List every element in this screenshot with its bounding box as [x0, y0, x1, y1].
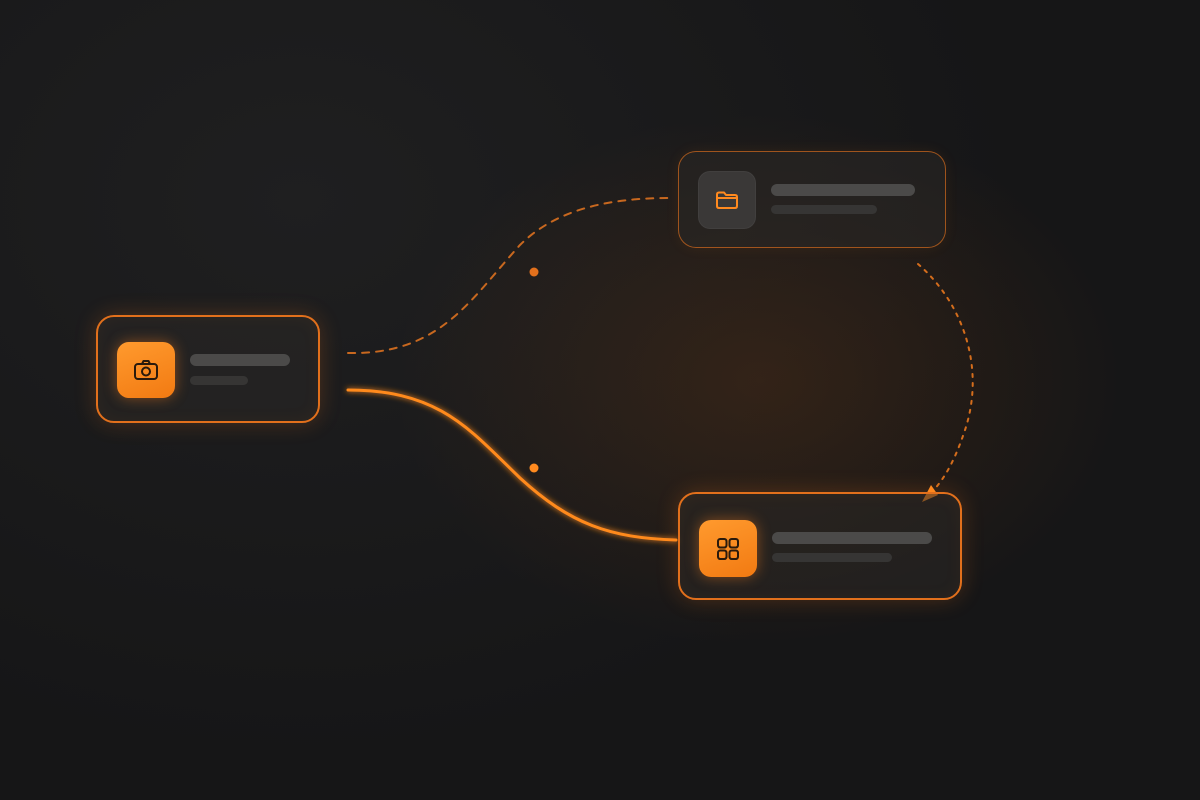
subtitle-placeholder	[771, 205, 877, 214]
edge-camera-to-grid[interactable]	[346, 388, 678, 542]
node-grid[interactable]	[678, 492, 962, 600]
grid-icon-tile	[699, 520, 757, 577]
title-placeholder	[772, 532, 932, 544]
subtitle-placeholder	[772, 553, 892, 562]
title-placeholder	[771, 184, 915, 196]
camera-icon-tile	[117, 342, 175, 398]
edge-midpoint-dot	[529, 267, 539, 277]
title-placeholder	[190, 354, 290, 366]
grid-icon	[717, 537, 739, 560]
edge-folder-to-grid[interactable]	[917, 263, 974, 493]
edge-midpoint-dot	[529, 463, 539, 473]
node-camera[interactable]	[96, 315, 320, 423]
folder-icon-tile	[698, 171, 756, 229]
camera-icon	[134, 360, 158, 380]
folder-icon	[716, 191, 738, 209]
node-folder[interactable]	[678, 151, 946, 248]
subtitle-placeholder	[190, 376, 248, 385]
edge-camera-to-folder[interactable]	[347, 197, 671, 355]
